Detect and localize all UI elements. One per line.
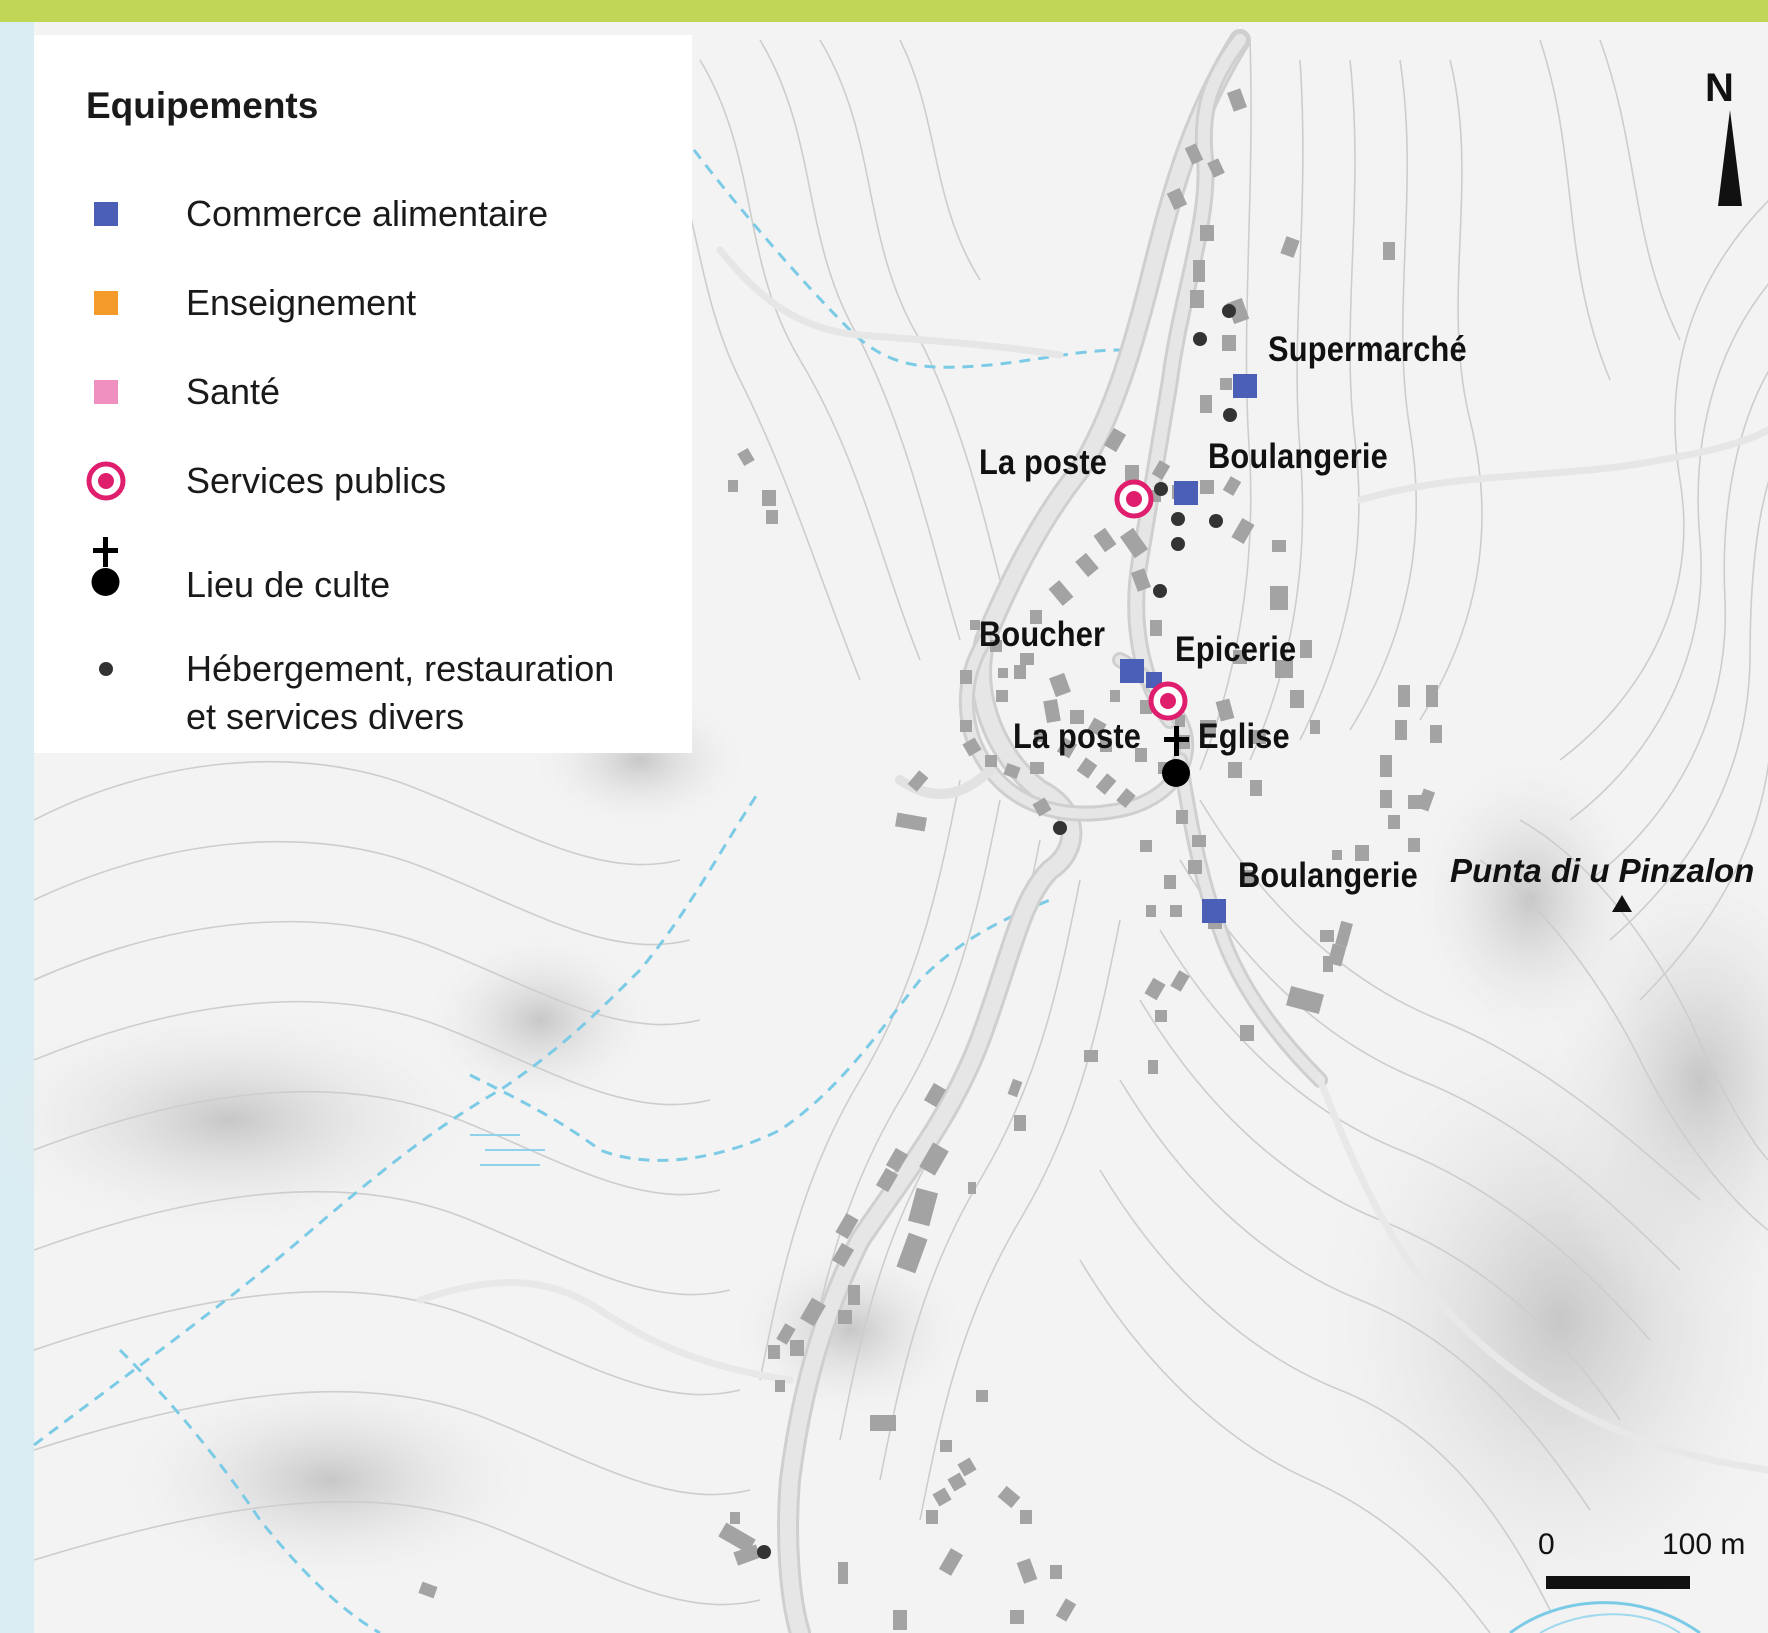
sea-edge <box>0 22 34 1633</box>
label-supermarche[interactable]: Supermarché <box>1268 330 1467 369</box>
legend-label-enseignement: Enseignement <box>186 282 417 323</box>
label-boulangerie-north[interactable]: Boulangerie <box>1208 437 1388 476</box>
top-band <box>0 0 1768 22</box>
scale-label-zero: 0 <box>1538 1528 1555 1561</box>
south-road <box>1175 755 1325 1085</box>
pond-edge-inner <box>1539 1613 1681 1633</box>
track-west <box>716 246 1064 359</box>
legend-label-sante: Santé <box>186 371 281 412</box>
label-eglise[interactable]: Eglise <box>1198 717 1290 756</box>
label-epicerie[interactable]: Epicerie <box>1175 630 1297 669</box>
legend-label-hebergement-2: et services divers <box>186 696 465 737</box>
legend-label-commerce: Commerce alimentaire <box>186 193 549 234</box>
pond-edge <box>1509 1601 1701 1633</box>
blue-square-icon <box>84 192 128 236</box>
north-label: N <box>1705 66 1734 110</box>
cross-church-icon <box>84 535 128 599</box>
small-dot-icon <box>84 647 128 691</box>
label-boucher[interactable]: Boucher <box>979 615 1106 654</box>
buildings <box>418 88 1442 1630</box>
hill-shading <box>0 690 1768 1633</box>
track-valley <box>416 1279 794 1384</box>
target-circle-icon <box>84 459 128 503</box>
label-peak[interactable]: Punta di u Pinzalon <box>1450 852 1755 889</box>
commerce-squares <box>1120 374 1257 923</box>
label-boulangerie-south[interactable]: Boulangerie <box>1238 856 1418 895</box>
legend: Equipements Commerce alimentaire Enseign… <box>34 35 692 753</box>
legend-title: Equipements <box>86 85 319 126</box>
legend-label-culte: Lieu de culte <box>186 564 391 605</box>
water-lines <box>470 1134 545 1166</box>
track-east <box>1356 426 1768 504</box>
north-road <box>1130 34 1246 726</box>
scale-bar <box>1546 1576 1690 1589</box>
legend-label-services: Services publics <box>186 460 447 501</box>
peak-triangle <box>1612 895 1632 912</box>
main-road <box>780 32 1248 1633</box>
orange-square-icon <box>84 281 128 325</box>
public-service-markers <box>1114 479 1188 721</box>
track-south-east <box>1316 1076 1768 1474</box>
north-arrow <box>1718 110 1742 206</box>
streams <box>33 149 1121 1633</box>
contour-lines <box>33 39 1768 1633</box>
label-la-poste-north[interactable]: La poste <box>979 443 1108 482</box>
services-divers-dots <box>757 304 1237 1559</box>
pink-square-icon <box>84 370 128 414</box>
label-la-poste-south[interactable]: La poste <box>1013 717 1142 756</box>
scale-label-distance: 100 m <box>1662 1528 1746 1561</box>
legend-label-hebergement-1: Hébergement, restauration <box>186 648 615 689</box>
church-marker <box>1162 726 1190 787</box>
